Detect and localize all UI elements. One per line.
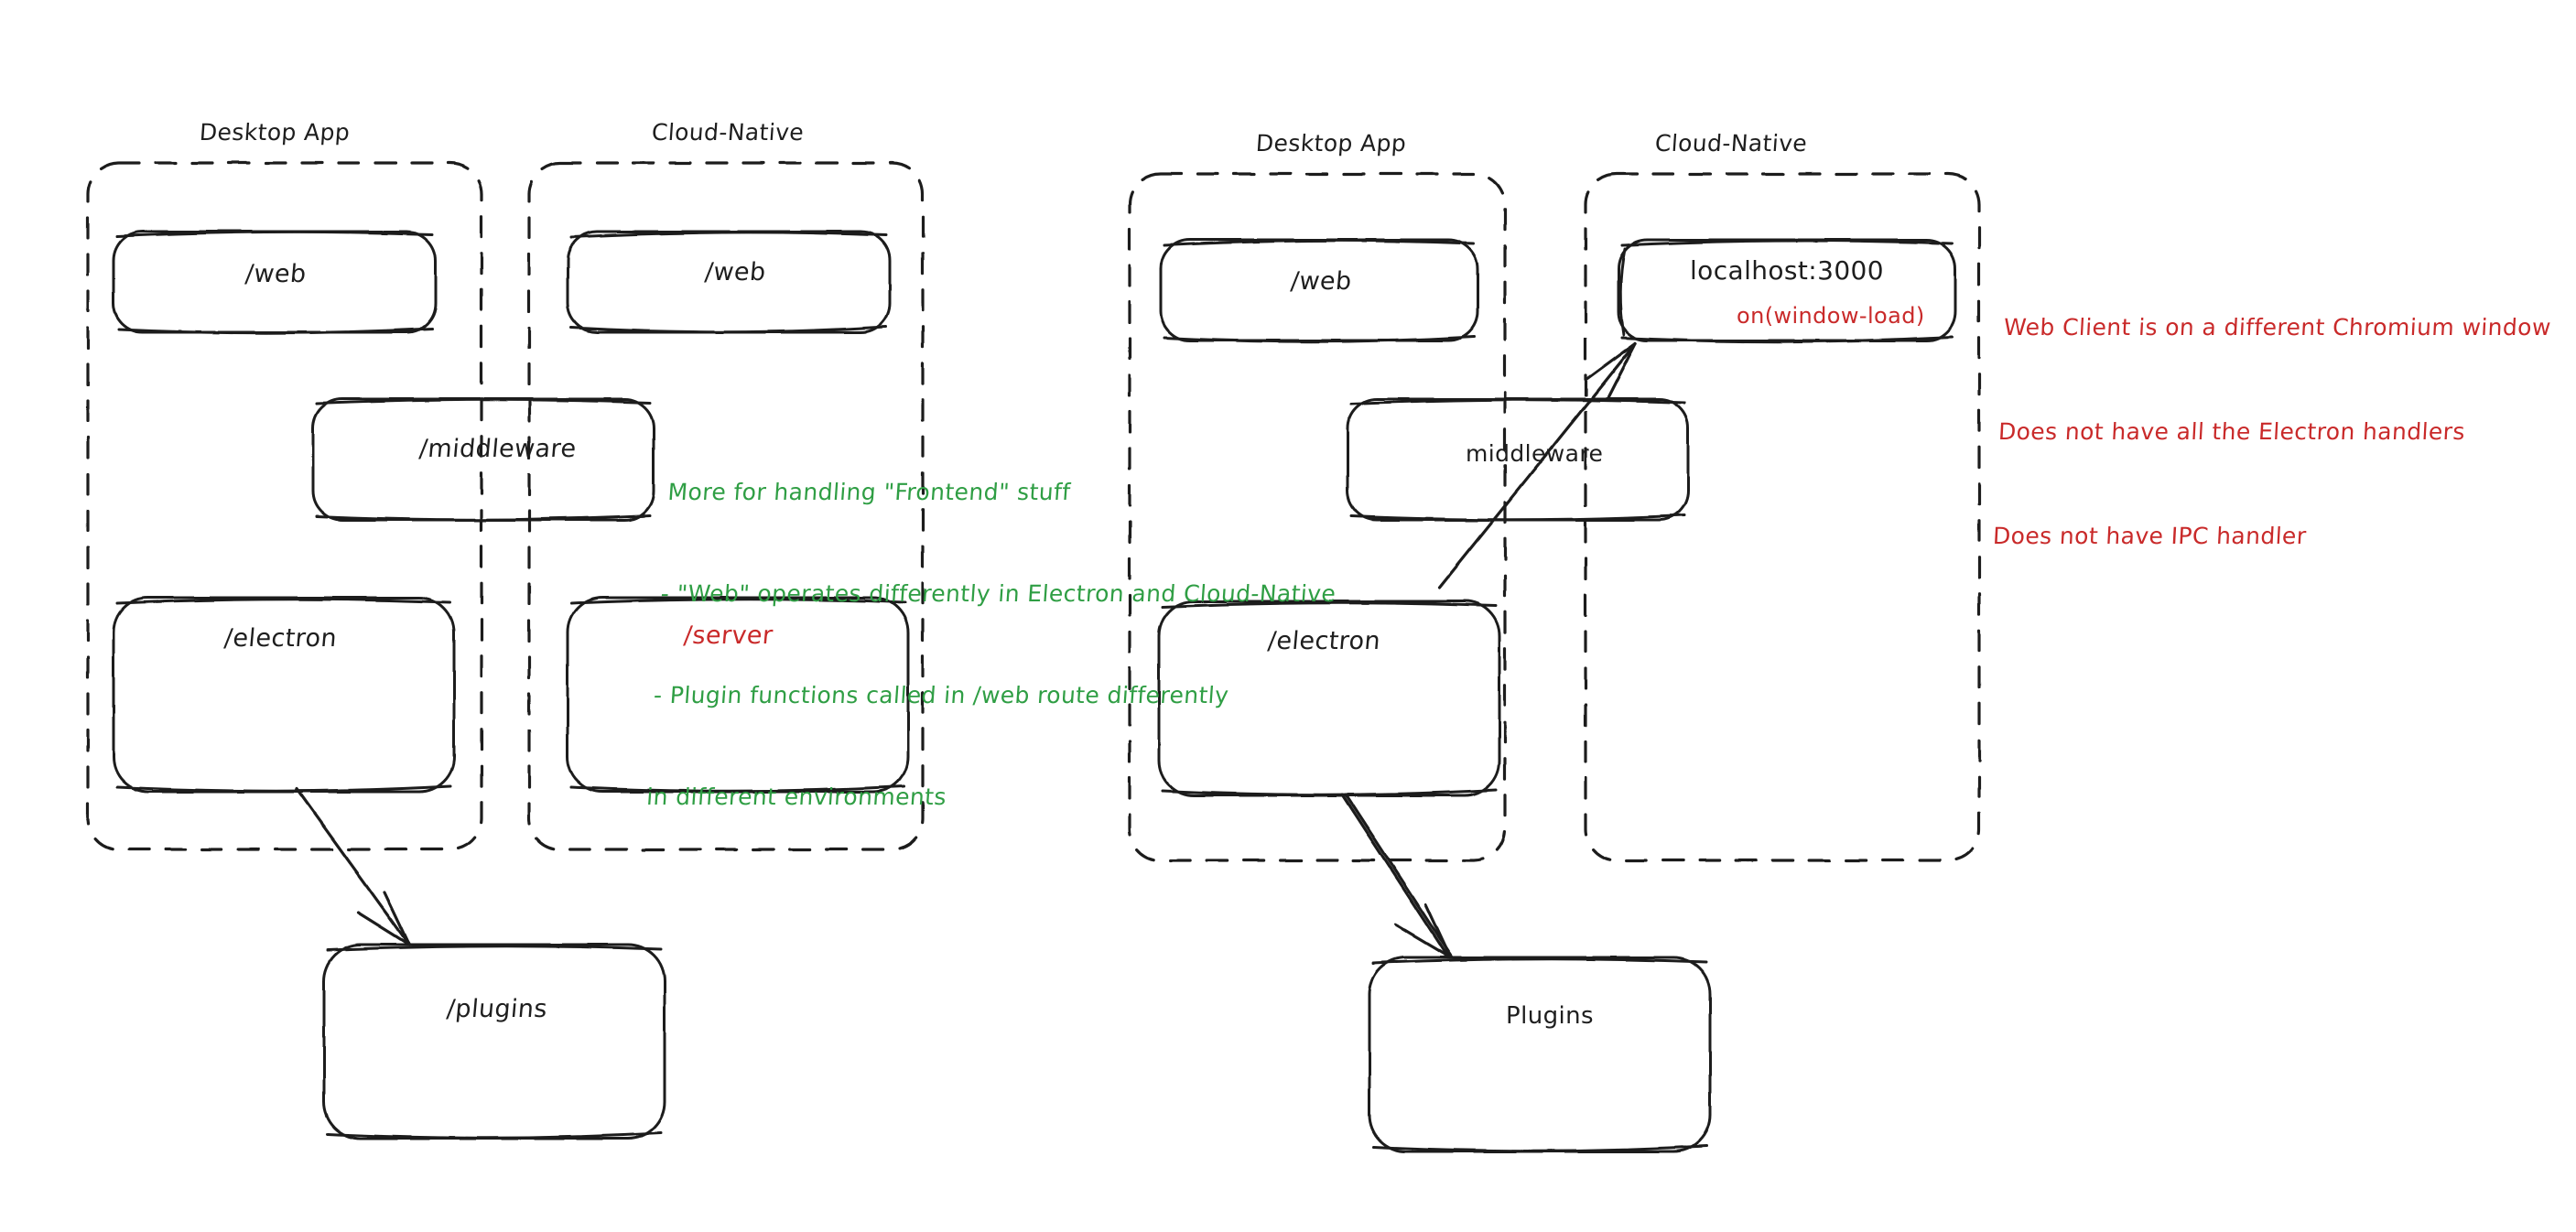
right-cloud-native-title: Cloud-Native (1653, 130, 1809, 157)
green-annotation-note: More for handling "Frontend" stuff - "We… (641, 407, 1349, 881)
red-note-line-2: Does not have all the Electron handlers (1997, 418, 2466, 445)
right-desktop-web-label: /web (1289, 267, 1353, 296)
left-plugins-label: /plugins (445, 995, 549, 1023)
right-desktop-app-title: Desktop App (1254, 130, 1408, 157)
right-localhost-sublabel: on(window-load) (1737, 303, 1925, 329)
green-note-line-1: More for handling "Frontend" stuff (666, 479, 1072, 505)
red-note-line-1: Web Client is on a different Chromium wi… (2003, 314, 2552, 340)
green-note-line-2: - "Web" operates differently in Electron… (659, 580, 1337, 607)
left-cloud-web-label: /web (703, 258, 767, 286)
left-cloud-native-title: Cloud-Native (650, 119, 806, 146)
right-localhost-label: localhost:3000 (1690, 255, 1884, 286)
left-middleware-label: /middleware (417, 435, 578, 463)
right-plugins-label: Plugins (1506, 1002, 1594, 1030)
left-electron-label: /electron (222, 624, 339, 653)
right-middleware-label: middleware (1466, 440, 1604, 467)
green-note-line-4: in different environments (645, 784, 947, 810)
red-note-line-3: Does not have IPC handler (1992, 523, 2308, 549)
right-electron-label: /electron (1266, 627, 1382, 655)
red-annotation-note: Web Client is on a different Chromium wi… (1988, 241, 2556, 623)
left-desktop-app-title: Desktop App (198, 119, 352, 146)
left-desktop-web-label: /web (244, 260, 308, 288)
green-note-line-3: - Plugin functions called in /web route … (653, 682, 1230, 708)
